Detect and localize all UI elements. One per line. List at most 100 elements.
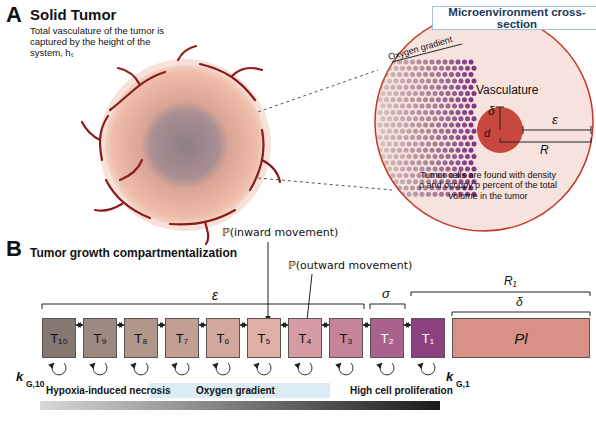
label: Tumor growth compartmentalization [30, 247, 237, 261]
cell-dot [436, 123, 441, 128]
cell-dot [430, 60, 435, 65]
cell-dot [433, 91, 438, 96]
growth-loop [257, 363, 271, 375]
compartment-box: T₃ [329, 318, 363, 358]
cell-dot [465, 91, 470, 96]
cell-dot [469, 110, 474, 115]
cell-dot [417, 85, 422, 90]
cell-dot [397, 148, 402, 153]
cell-dot [404, 135, 409, 140]
oxygen-band [150, 383, 330, 398]
cell-dot [469, 97, 474, 102]
cell-dot [426, 192, 431, 197]
cell-dot [394, 154, 399, 159]
cell-dot [400, 192, 405, 197]
cell-dot [472, 129, 477, 134]
cell-dot [433, 154, 438, 159]
cell-dot [459, 141, 464, 146]
compartment-box: T₉ [83, 318, 117, 358]
cell-dot [384, 160, 389, 165]
label: ℙ(inward movement) [222, 227, 338, 240]
cell-dot [469, 135, 474, 140]
cell-dot [400, 116, 405, 121]
cell-dot [407, 116, 412, 121]
label: B [6, 236, 22, 261]
cell-dot [387, 192, 392, 197]
cell-dot [439, 129, 444, 134]
cell-dot [433, 78, 438, 83]
cell-dot [378, 123, 383, 128]
label: ε [212, 287, 218, 303]
cell-dot [394, 66, 399, 71]
cell-dot [446, 91, 451, 96]
label: Vasculature [476, 84, 538, 98]
cell-dot [391, 85, 396, 90]
growth-loop [175, 363, 189, 375]
cell-dot [449, 72, 454, 77]
cell-dot [456, 135, 461, 140]
cell-dot [378, 60, 383, 65]
cell-dot [456, 60, 461, 65]
cell-dot [417, 97, 422, 102]
cell-dot [456, 72, 461, 77]
compartment-box: Pl [452, 318, 590, 358]
cell-dot [430, 110, 435, 115]
cell-dot [413, 167, 418, 172]
zoom-circle [375, 13, 593, 231]
cell-dot [433, 66, 438, 71]
compartment-box: T₁₀ [42, 318, 76, 358]
cell-dot [410, 85, 415, 90]
cell-dot [387, 66, 392, 71]
growth-loop [380, 363, 394, 375]
cell-dot [391, 135, 396, 140]
cell-dot [404, 97, 409, 102]
cell-dot [469, 85, 474, 90]
cell-dot [436, 85, 441, 90]
cell-dot [417, 160, 422, 165]
cell-dot [407, 66, 412, 71]
cell-dot [462, 97, 467, 102]
cell-dot [417, 148, 422, 153]
cell-dot [430, 85, 435, 90]
cell-dot [413, 66, 418, 71]
cell-dot [407, 167, 412, 172]
node-text: Pl [514, 330, 527, 347]
cell-dot [410, 148, 415, 153]
label: Oxygen gradient [196, 385, 275, 397]
label: Total vasculature of the tumor is captur… [30, 26, 180, 59]
cell-dot [413, 129, 418, 134]
cell-dot [446, 78, 451, 83]
cell-dot [426, 104, 431, 109]
cell-dot [462, 85, 467, 90]
cell-dot [391, 148, 396, 153]
vessel-circle [477, 107, 523, 153]
cell-dot [378, 97, 383, 102]
label: R₁ [504, 275, 516, 289]
compartment-box: T₄ [288, 318, 322, 358]
cell-dot [436, 72, 441, 77]
label: δ [516, 296, 523, 310]
cell-dot [449, 135, 454, 140]
label: High cell proliferation [350, 385, 453, 397]
cell-dot [384, 135, 389, 140]
compartment-box: T₁ [411, 318, 445, 358]
cell-dot [426, 116, 431, 121]
node-text: T₂ [381, 331, 394, 346]
cell-dot [391, 123, 396, 128]
dimension-lines [496, 107, 591, 142]
movement-arrow [404, 324, 411, 325]
cell-dot [407, 78, 412, 83]
cell-dot [400, 167, 405, 172]
cell-dot [436, 148, 441, 153]
cell-dot [452, 129, 457, 134]
cell-dot [459, 154, 464, 159]
cell-dot [426, 66, 431, 71]
node-text: T₇ [176, 331, 188, 346]
cell-dot [465, 104, 470, 109]
cell-dot [443, 135, 448, 140]
cell-dot [452, 78, 457, 83]
cell-dot [391, 72, 396, 77]
cell-dot [433, 141, 438, 146]
cell-dot [462, 72, 467, 77]
cell-dot [381, 91, 386, 96]
